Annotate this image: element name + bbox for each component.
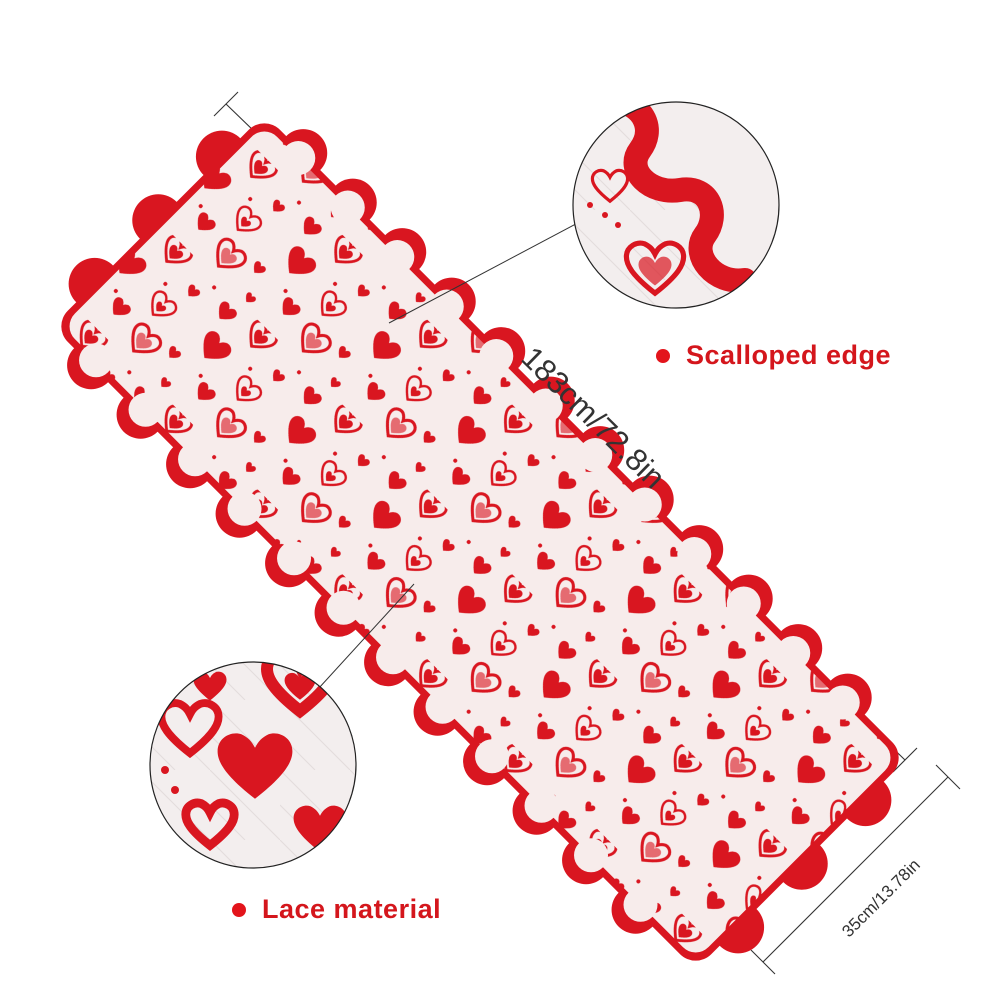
lace-material-label: Lace material xyxy=(232,894,441,925)
table-runner xyxy=(61,123,899,961)
zoom-circle-scalloped-edge xyxy=(572,101,780,309)
zoom-circle-lace-material xyxy=(149,661,357,869)
scalloped-edge-label: Scalloped edge xyxy=(656,340,891,371)
width-label: 35cm/13.78in xyxy=(838,855,924,941)
bullet-dot-icon xyxy=(232,902,246,917)
bullet-dot-icon xyxy=(656,348,670,363)
lace-material-text: Lace material xyxy=(262,894,442,924)
scalloped-edge-text: Scalloped edge xyxy=(686,340,892,370)
width-dimension-line xyxy=(750,764,961,975)
